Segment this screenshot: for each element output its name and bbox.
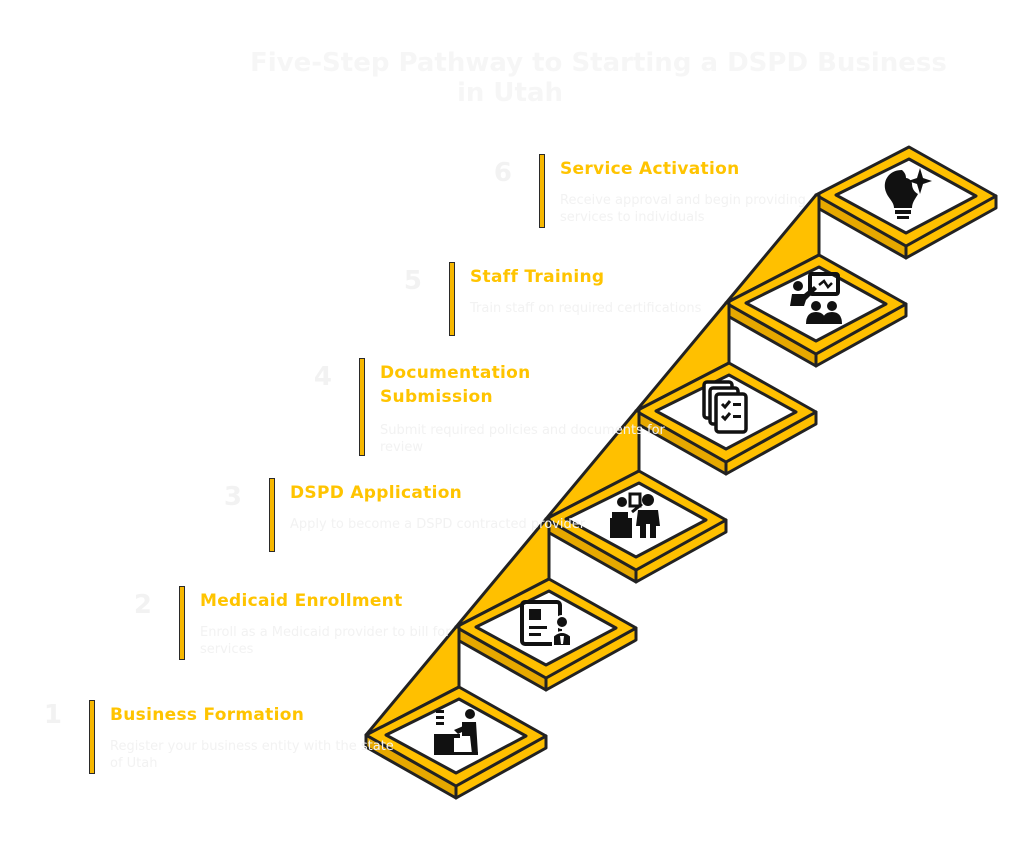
step-marker-bar bbox=[269, 478, 275, 552]
step-description: Enroll as a Medicaid provider to bill fo… bbox=[200, 625, 451, 657]
step-title-line-2: Submission bbox=[380, 387, 493, 407]
title-line-2: in Utah bbox=[456, 78, 564, 108]
title-line-1: Five-Step Pathway to Starting a DSPD Bus… bbox=[250, 48, 947, 78]
step-number: 5 bbox=[403, 266, 422, 296]
step-description: Receive approval and begin providing ser… bbox=[560, 193, 806, 225]
stair-tread-inset bbox=[564, 481, 708, 559]
step-number: 3 bbox=[223, 482, 242, 512]
step-title: Medicaid Enrollment bbox=[200, 591, 403, 611]
step-description: Train staff on required certifications bbox=[470, 301, 702, 316]
step-description: Submit required policies and documents f… bbox=[380, 423, 665, 455]
step-marker-bar bbox=[179, 586, 185, 660]
diagram-title: Five-Step Pathway to Starting a DSPD Bus… bbox=[250, 48, 947, 108]
step-number: 1 bbox=[43, 700, 62, 730]
stair-step-4 bbox=[634, 301, 818, 476]
step-description: Register your business entity with the s… bbox=[110, 739, 394, 771]
step-title: DSPD Application bbox=[290, 483, 463, 503]
staircase bbox=[364, 145, 998, 800]
stair-step-2 bbox=[454, 517, 638, 692]
step-number: 6 bbox=[493, 158, 512, 188]
step-title: Business Formation bbox=[110, 705, 305, 725]
step-marker-bar bbox=[359, 358, 365, 456]
step-description: Apply to become a DSPD contracted provid… bbox=[290, 517, 586, 532]
step-marker-bar bbox=[539, 154, 545, 228]
step-number: 2 bbox=[133, 590, 152, 620]
step-marker-bar bbox=[449, 262, 455, 336]
step-title: Documentation Submission bbox=[380, 361, 531, 409]
stair-step-6 bbox=[814, 145, 998, 260]
step-marker-bar bbox=[89, 700, 95, 774]
step-title: Staff Training bbox=[470, 267, 605, 287]
step-title-line-1: Documentation bbox=[380, 363, 531, 383]
step-number: 4 bbox=[313, 362, 332, 392]
step-title: Service Activation bbox=[560, 159, 740, 179]
stair-step-1 bbox=[364, 625, 548, 800]
